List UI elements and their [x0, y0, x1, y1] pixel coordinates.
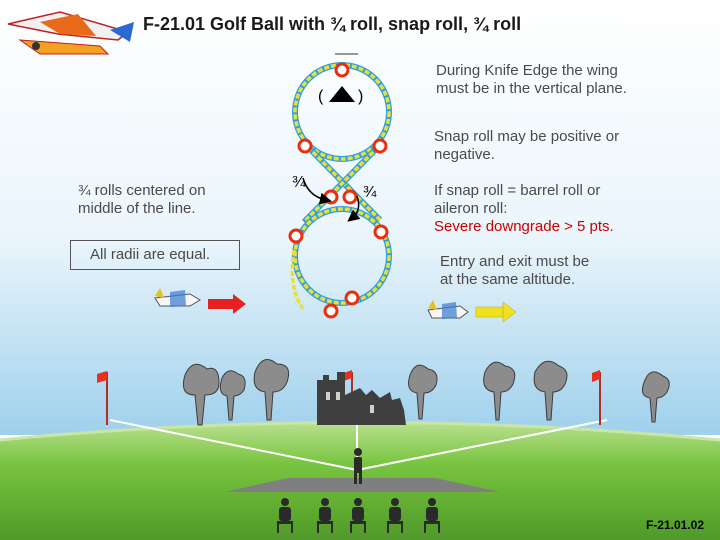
snap-left-paren: (: [318, 88, 324, 105]
exit-arrow: [475, 301, 517, 323]
page-title: F-21.01 Golf Ball with ¾ roll, snap roll…: [143, 14, 522, 34]
entry-note: Entry and exit must be at the same altit…: [440, 253, 589, 289]
pilot: [354, 448, 362, 484]
diag-line-2: [302, 145, 380, 224]
right-view-line: [356, 419, 608, 471]
barrel-line-1: If snap roll = barrel roll or: [434, 182, 601, 199]
radii-note: All radii are equal.: [90, 246, 211, 263]
aerobatic-plane-icon: [7, 11, 134, 55]
footer-code: F-21.01.02: [645, 518, 704, 532]
entry-line-1: Entry and exit must be: [440, 253, 590, 270]
judges: [277, 498, 440, 533]
bottom-loop: [293, 207, 391, 305]
barrel-line-3: Severe downgrade > 5 pts.: [434, 218, 614, 235]
entry-path: [290, 249, 306, 312]
castle-ruin: [317, 372, 406, 425]
trees: [182, 359, 670, 426]
barrel-note: If snap roll = barrel roll or aileron ro…: [434, 182, 614, 236]
flag-left: [97, 371, 108, 425]
entry-line-2: at the same altitude.: [440, 271, 576, 288]
left-roll-label: ¾: [292, 174, 306, 191]
flag-right: [592, 370, 601, 425]
snap-note: Snap roll may be positive or negative.: [434, 128, 619, 164]
exit-plane-icon: [427, 300, 469, 319]
snap-line-1: Snap roll may be positive or: [434, 128, 620, 145]
knife-edge-note: During Knife Edge the wing must be in th…: [436, 62, 627, 98]
barrel-line-2: aileron roll:: [434, 200, 508, 217]
entry-plane-icon: [154, 288, 201, 307]
snap-roll-icon: [329, 86, 355, 102]
right-roll-label: ¾: [363, 184, 377, 201]
snap-right-paren: ): [358, 88, 364, 105]
left-view-line: [109, 419, 358, 471]
centered-note: ¾ rolls centered on middle of the line.: [78, 182, 206, 218]
knife-edge-line-2: must be in the vertical plane.: [436, 80, 627, 97]
centered-line-1: ¾ rolls centered on: [78, 182, 206, 199]
centered-line-2: middle of the line.: [78, 200, 196, 217]
entry-arrow: [208, 294, 246, 314]
right-roll-arrow: [347, 195, 361, 222]
knife-edge-line-1: During Knife Edge the wing: [436, 62, 618, 79]
snap-line-2: negative.: [434, 146, 495, 163]
left-roll-arrow: [302, 177, 332, 205]
radii-note-box: [70, 240, 240, 270]
runway: [225, 478, 500, 492]
